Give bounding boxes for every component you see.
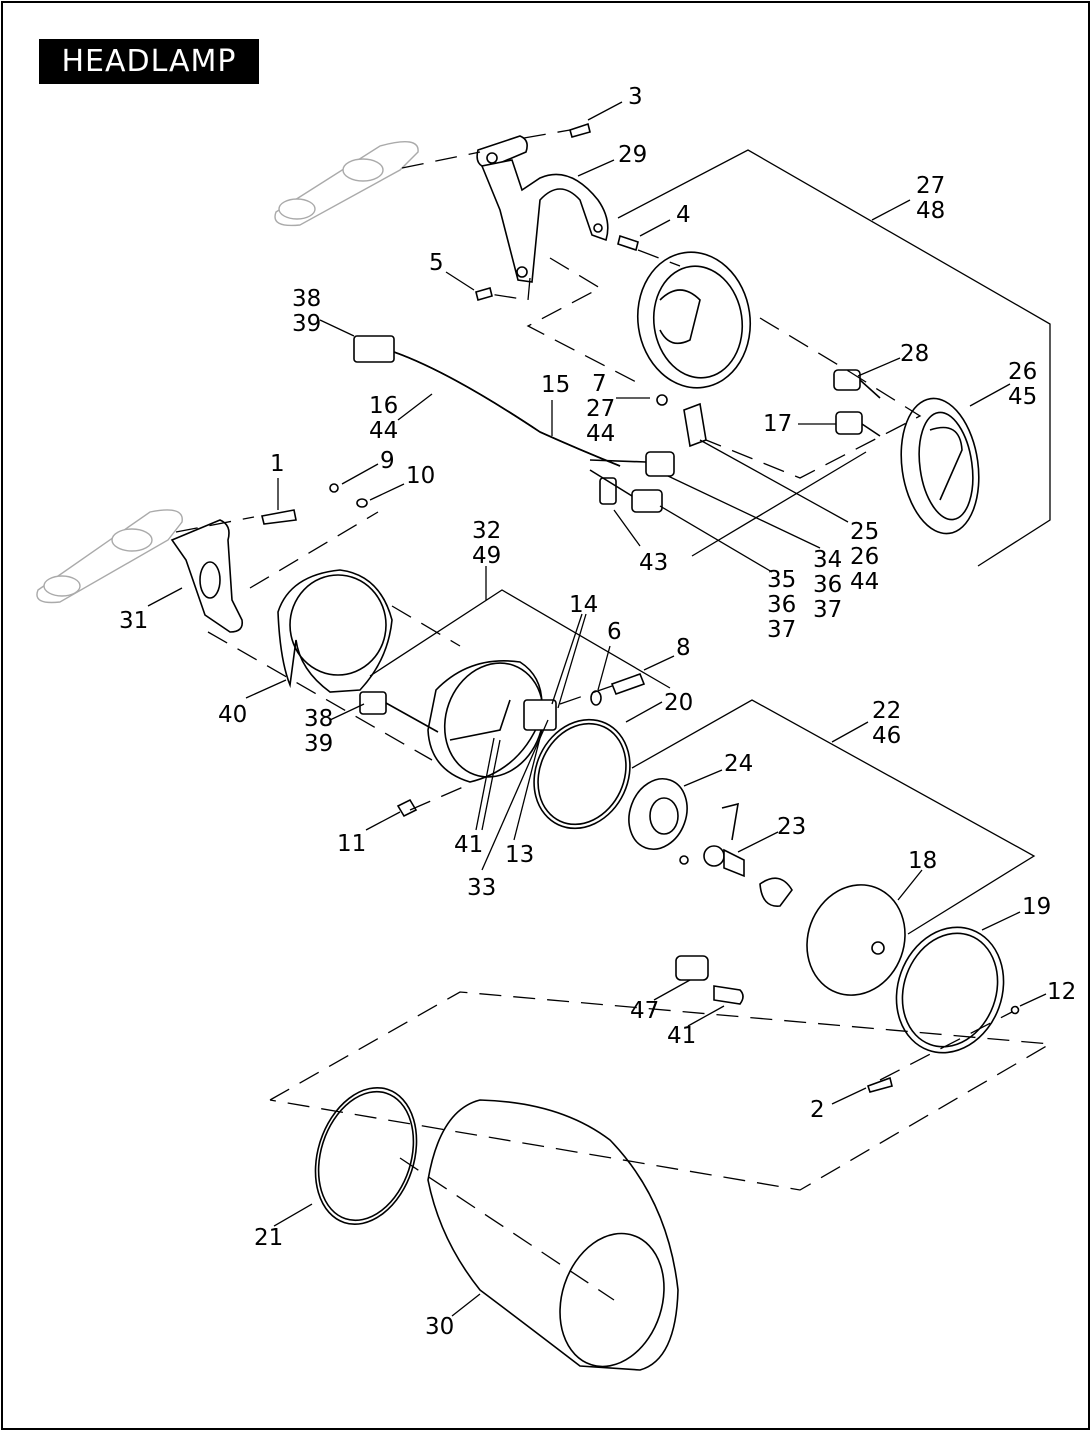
auxiliary-lamp-unit	[900, 397, 980, 535]
callout-21: 21	[254, 1225, 283, 1251]
callout-23: 23	[777, 814, 806, 840]
callout-10: 10	[406, 463, 435, 489]
sealed-beam-18	[806, 884, 906, 996]
callout-13: 13	[505, 842, 534, 868]
bulb-17	[835, 411, 881, 437]
callout-31: 31	[119, 608, 148, 634]
callout-6: 6	[607, 619, 622, 645]
callout-17: 17	[763, 411, 792, 437]
assembly-guide-lines	[175, 129, 1053, 1301]
headlamp-nacelle-30	[427, 1099, 679, 1371]
callout-47: 47	[630, 998, 659, 1024]
bulb-socket-47	[675, 955, 709, 981]
bulb-41-lower	[713, 985, 744, 1005]
callout-28: 28	[900, 341, 929, 367]
callout-5: 5	[429, 250, 444, 276]
bulb-23	[679, 802, 793, 907]
wiring-harness	[353, 335, 675, 513]
screw-3	[569, 122, 591, 138]
callout-18: 18	[908, 848, 937, 874]
callout-3: 3	[628, 84, 643, 110]
screw-2	[866, 1076, 893, 1093]
callout-4: 4	[676, 202, 691, 228]
washer-10	[356, 498, 368, 508]
callout-29: 29	[618, 142, 647, 168]
headlamp-housing-bucket	[636, 251, 752, 389]
trim-ring-19	[895, 926, 1005, 1054]
callout-8: 8	[676, 635, 691, 661]
trim-bezel-40	[277, 569, 393, 693]
callout-41-mid: 41	[454, 832, 483, 858]
fork-clamp-upper-ghost	[274, 140, 419, 227]
socket-24	[628, 778, 688, 850]
lower-mount-bracket	[170, 519, 244, 633]
bulb-28	[833, 369, 881, 399]
callout-1: 1	[270, 451, 285, 477]
seal-ring-21	[314, 1086, 418, 1226]
callout-30: 30	[425, 1314, 454, 1340]
screw-12	[1010, 1005, 1020, 1015]
callout-15: 15	[541, 372, 570, 398]
upper-mount-bracket	[476, 135, 609, 283]
callout-33: 33	[467, 875, 496, 901]
callout-12: 12	[1047, 979, 1076, 1005]
callout-19: 19	[1022, 894, 1051, 920]
page-title: HEADLAMP	[39, 39, 259, 84]
callout-24: 24	[724, 751, 753, 777]
screw-5	[475, 287, 493, 301]
mount-bracket-small	[656, 394, 707, 448]
nut-11	[396, 798, 418, 818]
callout-14: 14	[569, 592, 598, 618]
callout-2: 2	[810, 1097, 825, 1123]
callout-41-low: 41	[667, 1023, 696, 1049]
fork-clamp-lower-ghost	[36, 509, 183, 604]
seal-ring-20	[533, 718, 631, 830]
callout-9: 9	[380, 448, 395, 474]
callout-20: 20	[664, 690, 693, 716]
screw-9	[329, 483, 339, 493]
screw-8	[610, 672, 646, 696]
screw-1	[261, 509, 297, 525]
callout-11: 11	[337, 831, 366, 857]
screw-4	[617, 234, 639, 252]
leader-lines	[147, 101, 1051, 1317]
callout-43: 43	[639, 550, 668, 576]
headlamp-housing-32	[359, 660, 557, 783]
callout-40: 40	[218, 702, 247, 728]
